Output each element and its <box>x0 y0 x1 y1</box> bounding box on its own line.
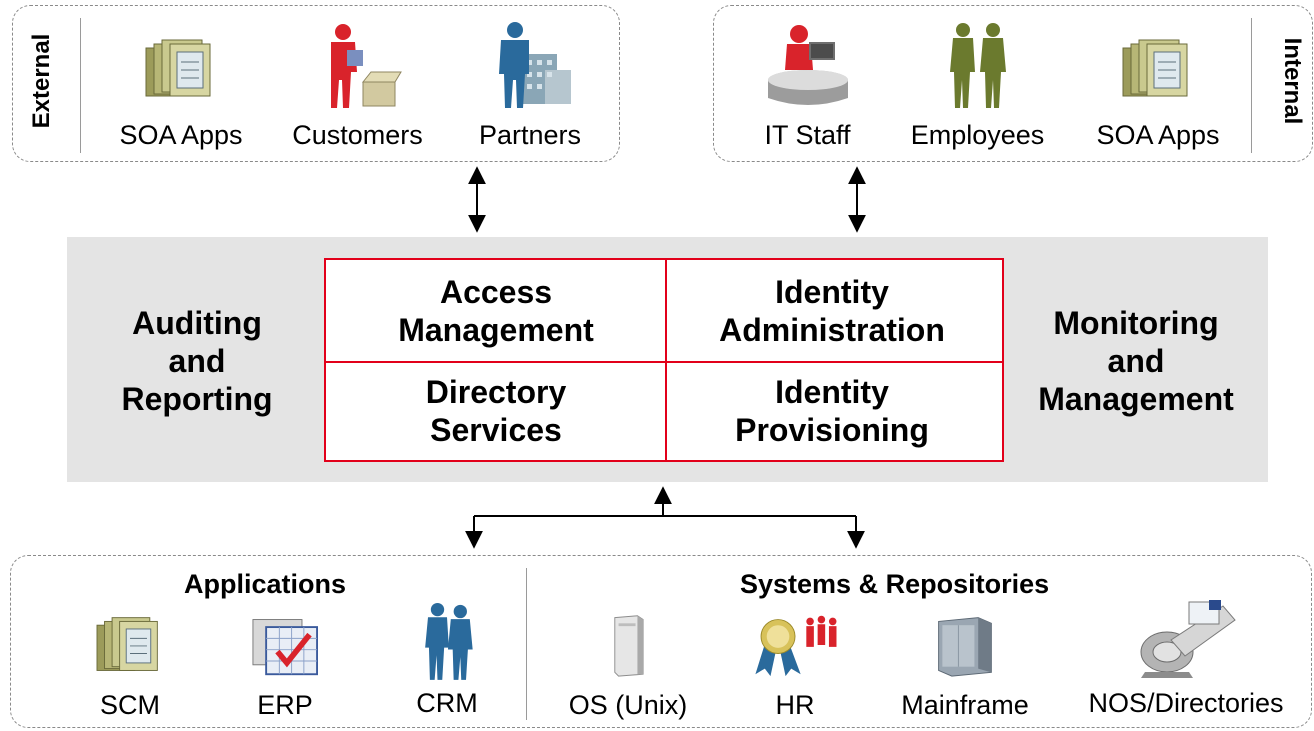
auditing-reporting-title: Auditing and Reporting <box>121 305 273 417</box>
system-item-label: Mainframe <box>901 690 1029 720</box>
internal-item-label: IT Staff <box>764 120 851 150</box>
external-item-partners: Partners <box>455 20 605 149</box>
system-item-hr: HR <box>745 612 845 719</box>
monitoring-management-title: Monitoring and Management <box>1038 305 1234 417</box>
external-group <box>12 5 620 162</box>
external-item-soa-apps: SOA Apps <box>101 20 261 149</box>
partner-icon <box>499 22 571 108</box>
nos-directories-icon <box>1140 600 1236 678</box>
it-staff-icon <box>767 25 848 105</box>
applications-title: Applications <box>184 569 347 599</box>
external-item-label: SOA Apps <box>119 120 243 150</box>
external-item-label: Partners <box>478 120 582 150</box>
system-item-nos-directories: NOS/Directories <box>1066 596 1306 717</box>
internal-separator <box>1251 18 1252 153</box>
grid-divider-vertical <box>665 260 667 460</box>
system-item-os-unix: OS (Unix) <box>548 612 708 719</box>
external-separator <box>80 18 81 153</box>
backend-group <box>10 555 1312 728</box>
hr-icon <box>755 615 837 677</box>
internal-group <box>713 5 1313 162</box>
internal-item-soa-apps: SOA Apps <box>1078 20 1238 149</box>
application-item-erp: ERP <box>230 612 340 719</box>
system-item-label: NOS/Directories <box>1088 688 1284 718</box>
external-item-customers: Customers <box>275 20 440 149</box>
application-item-label: CRM <box>416 688 478 718</box>
backend-separator <box>526 568 527 720</box>
server-icon <box>614 615 644 677</box>
soa-apps-icon <box>1122 39 1188 97</box>
external-item-label: Customers <box>292 120 423 150</box>
mainframe-icon <box>938 617 992 677</box>
internal-item-label: Employees <box>910 120 1045 150</box>
customer-icon <box>330 24 402 108</box>
grid-divider-horizontal <box>326 361 1002 363</box>
application-item-scm: SCM <box>60 612 200 719</box>
crm-icon <box>425 602 473 680</box>
internal-item-employees: Employees <box>890 20 1065 149</box>
application-item-label: ERP <box>257 690 313 720</box>
application-item-label: SCM <box>100 690 160 720</box>
system-item-mainframe: Mainframe <box>885 612 1045 719</box>
internal-item-label: SOA Apps <box>1096 120 1220 150</box>
erp-icon <box>252 619 318 676</box>
system-item-label: OS (Unix) <box>568 690 688 720</box>
internal-item-it-staff: IT Staff <box>740 20 875 149</box>
employees-icon <box>949 23 1006 108</box>
application-item-crm: CRM <box>392 600 502 717</box>
soa-apps-icon <box>96 617 158 671</box>
soa-apps-icon <box>145 39 211 97</box>
system-item-label: HR <box>775 690 815 720</box>
systems-repositories-title: Systems & Repositories <box>740 569 1050 599</box>
